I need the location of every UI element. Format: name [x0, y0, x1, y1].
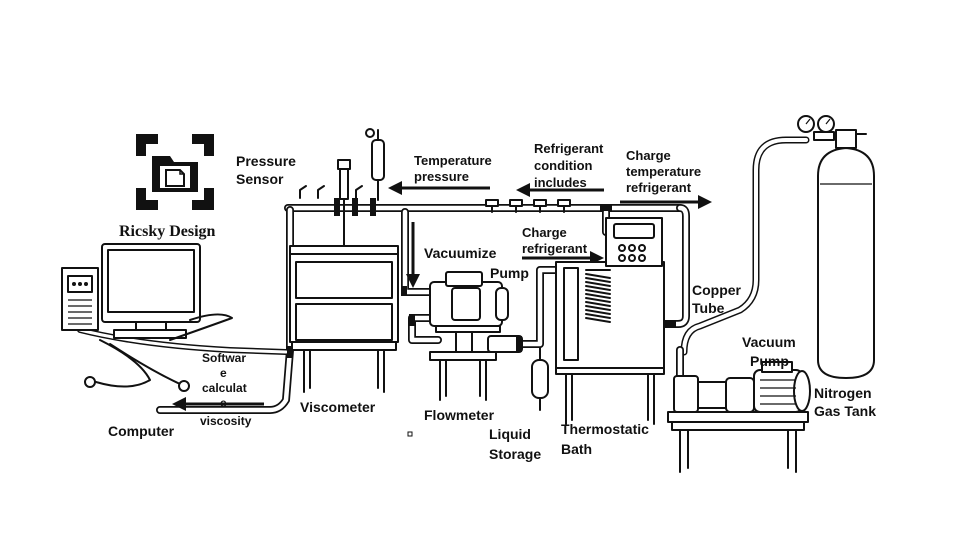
label-viscometer: Viscometer: [300, 399, 376, 415]
label-copper-tube: Copper Tube: [692, 282, 745, 316]
label-vacuum-pump: Vacuum Pump: [742, 334, 800, 369]
viscometer: [289, 245, 399, 393]
label-flowmeter: Flowmeter: [424, 407, 495, 423]
pipe-network: [77, 136, 810, 414]
small-marker: [407, 431, 413, 437]
label-refrigerant-condition: Refrigerant condition includes: [534, 141, 607, 190]
computer-monitor: [101, 243, 201, 339]
vacuum-pump: [667, 361, 811, 473]
thermostatic-bath: [555, 217, 665, 425]
arrow-refrigerant-condition: [516, 183, 604, 197]
arrow-vacuumize: [406, 222, 420, 288]
label-nitrogen-gas-tank: Nitrogen Gas Tank: [814, 385, 876, 419]
label-pressure-sensor: Pressure Sensor: [236, 153, 300, 187]
liquid-storage: [531, 347, 549, 411]
label-pump: Pump: [490, 265, 529, 281]
arrow-software: [172, 397, 264, 411]
label-vacuumize: Vacuumize: [424, 245, 497, 261]
pressure-sensor-assembly: [299, 128, 385, 251]
label-liquid-storage: Liquid Storage: [489, 426, 541, 462]
computer-tower: [61, 267, 99, 331]
ricsky-design-logo: [136, 134, 214, 210]
label-thermostatic-bath: Thermostatic Bath: [561, 421, 653, 457]
label-charge-refrigerant: Charge refrigerant: [522, 225, 588, 256]
flowmeter-pump: [429, 271, 523, 401]
flow-arrows: [172, 181, 712, 411]
label-temperature-pressure: Temperature pressure: [414, 153, 495, 184]
arrow-temperature-pressure: [388, 181, 490, 195]
label-computer: Computer: [108, 423, 175, 439]
computer-cables: [84, 313, 233, 392]
label-charge-temperature: Charge temperature refrigerant: [626, 148, 705, 195]
arrow-charge-temperature: [620, 195, 712, 209]
label-software-viscosity: Softwar e calculat e viscosity: [200, 351, 252, 428]
brand-name: Ricsky Design: [119, 223, 216, 240]
nitrogen-gas-tank: [797, 115, 875, 379]
manifold-valves: [485, 199, 571, 213]
